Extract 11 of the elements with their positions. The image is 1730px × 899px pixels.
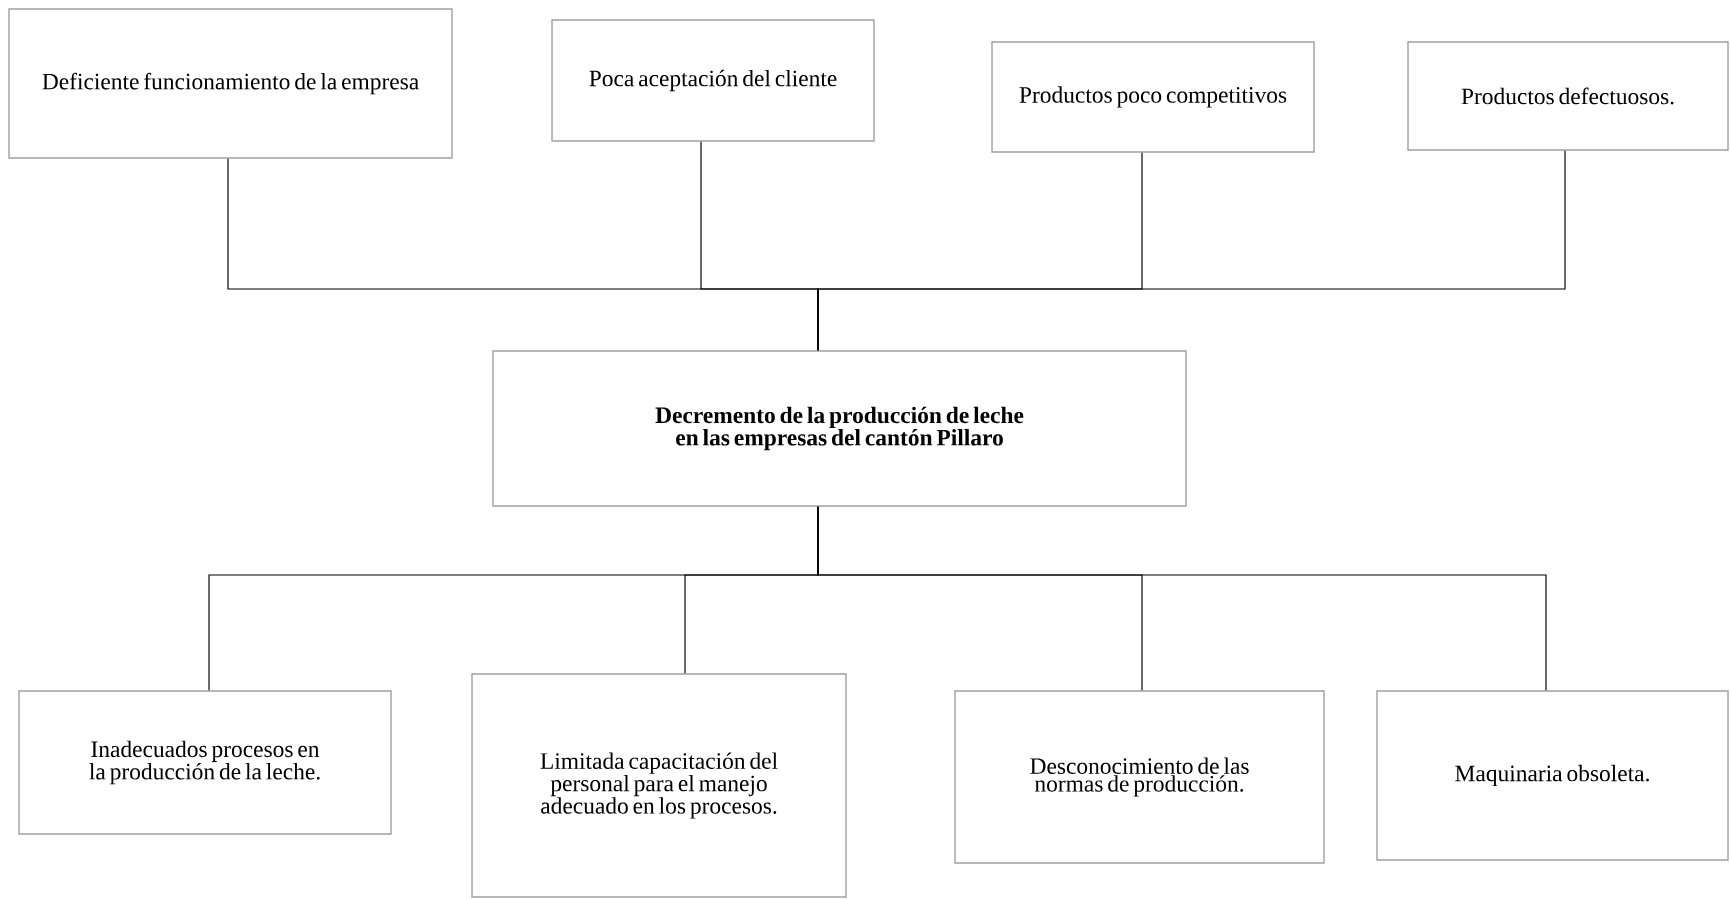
connector-line xyxy=(817,506,1547,691)
connector-line xyxy=(817,150,1566,351)
effect-box: Deficiente funcionamiento de la empresa xyxy=(8,8,453,159)
cause-box: Maquinaria obsoleta. xyxy=(1376,690,1729,861)
effect-box: Productos defectuosos. xyxy=(1407,41,1729,151)
problem-box: Decremento de la producción de leche en las empresas del cantón Pillaro xyxy=(492,350,1187,507)
effect-box: Poca aceptación del cliente xyxy=(551,19,875,142)
cause-box: Inadecuados procesos en la producción de la leche. xyxy=(18,690,392,835)
cause-box: Limitada capacitación del personal para el manejo adecuado en los procesos. xyxy=(471,673,847,898)
cause-box: Desconocimiento de las normas de producción. xyxy=(954,690,1325,864)
effect-box: Productos poco competitivos xyxy=(991,41,1315,153)
